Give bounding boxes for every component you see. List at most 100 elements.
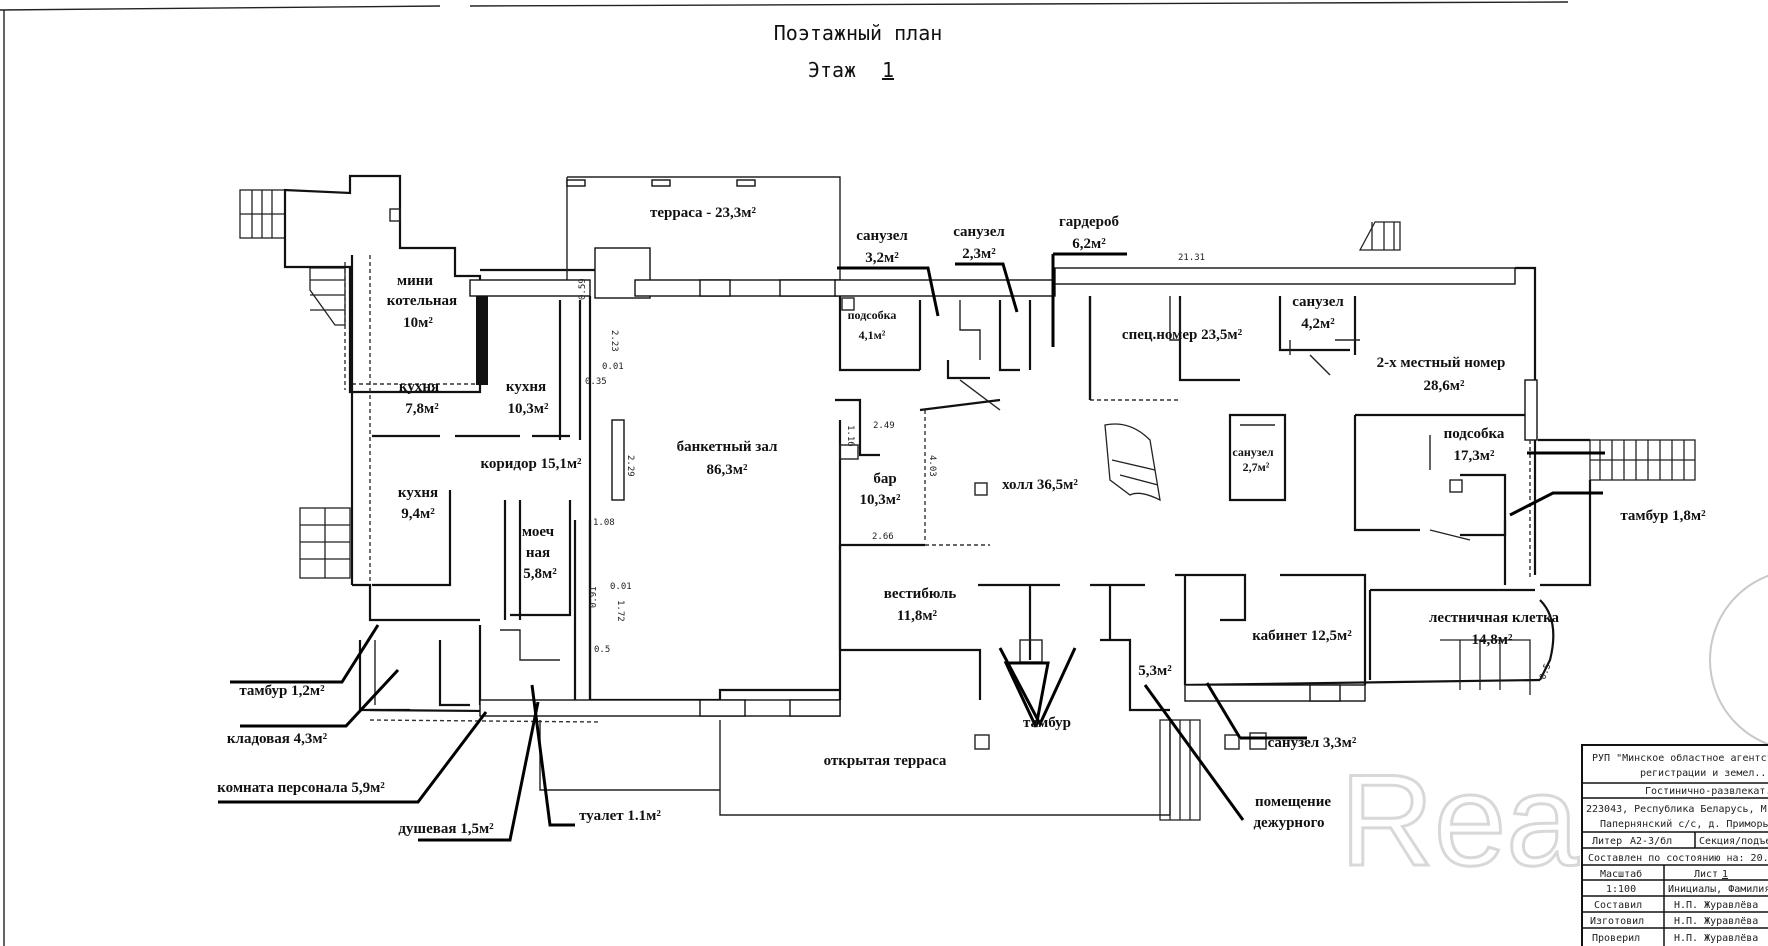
title-block-sheet-label: Лист xyxy=(1694,869,1718,880)
room-bathroom-1-name: санузел xyxy=(856,228,908,244)
room-mini-boiler-area: 10м² xyxy=(403,315,433,331)
leader-lines xyxy=(218,252,1605,842)
room-toilet: туалет 1.1м² xyxy=(579,808,661,824)
room-utility-2-area: 17,3м² xyxy=(1454,448,1495,464)
room-bathroom-3-area: 4,2м² xyxy=(1301,316,1335,332)
dimension-label: 1.08 xyxy=(593,518,615,528)
dimension-label: 2.29 xyxy=(625,455,635,477)
title-block-org-line1: РУП "Минское областное агентство по госу… xyxy=(1592,752,1768,764)
stairs xyxy=(1358,221,1401,251)
dimension-label: 0.5 xyxy=(594,645,610,655)
title-block-row-name: Н.П. Журавлёва xyxy=(1674,916,1758,927)
room-vestibule-left: тамбур 1,2м² xyxy=(239,683,325,699)
room-double-area: 28,6м² xyxy=(1424,378,1465,394)
stairs xyxy=(309,267,346,326)
plan-title: Поэтажный план xyxy=(774,21,943,45)
room-vestibule-right: тамбур 1,8м² xyxy=(1620,508,1706,524)
room-hall: холл 36,5м² xyxy=(1002,477,1078,493)
title-block-row-role: Составил xyxy=(1594,900,1642,911)
title-block-org-line2: регистрации и земел... xyxy=(1640,768,1768,779)
title-block-row-name: Н.П. Журавлёва xyxy=(1674,900,1758,911)
room-bar-name: бар xyxy=(873,471,896,487)
dimension-label: 0.91 xyxy=(589,586,599,608)
room-storage: кладовая 4,3м² xyxy=(227,731,328,747)
room-bathroom-1-area: 3,2м² xyxy=(865,250,899,266)
room-open-terrace: открытая терраса xyxy=(824,753,947,769)
room-staircase-area: 14,8м² xyxy=(1472,632,1513,648)
room-office: кабинет 12,5м² xyxy=(1252,628,1352,644)
room-vestibule-center: тамбур xyxy=(1023,715,1071,731)
room-staff: комната персонала 5,9м² xyxy=(217,780,385,796)
dimension-label: 0.35 xyxy=(585,377,607,387)
room-kitchen-3-area: 9,4м² xyxy=(401,506,435,522)
room-wardrobe-name: гардероб xyxy=(1059,214,1119,230)
dimension-label: 4.03 xyxy=(927,455,937,477)
room-lobby-area: 11,8м² xyxy=(897,608,938,624)
room-duty-line2: дежурного xyxy=(1253,815,1324,831)
dimension-label: 1.72 xyxy=(615,600,625,622)
right-wing-walls xyxy=(1088,221,1696,821)
room-bathroom-4-area: 2,7м² xyxy=(1243,460,1270,474)
room-bathroom-2-name: санузел xyxy=(953,224,1005,240)
room-bathroom-3-name: санузел xyxy=(1292,294,1344,310)
left-wing-walls xyxy=(239,174,601,723)
room-bathroom-5: санузел 3,3м² xyxy=(1268,735,1357,751)
room-kitchen-1-area: 7,8м² xyxy=(405,401,439,417)
room-duty-area: 5,3м² xyxy=(1138,663,1172,679)
dimension-label: 0.59 xyxy=(578,278,588,300)
room-shower: душевая 1,5м² xyxy=(398,821,494,837)
room-corridor: коридор 15,1м² xyxy=(480,456,582,472)
spiral-stairs xyxy=(1104,423,1161,502)
dimension-label: 0.01 xyxy=(602,362,624,372)
title-block-liter-label: Литер xyxy=(1592,836,1622,847)
title-block-scale-label: Масштаб xyxy=(1600,868,1642,880)
room-bathroom-4-name: санузел xyxy=(1232,445,1274,459)
room-washing-line2: ная xyxy=(526,545,550,561)
title-block-object: Гостинично-развлекат... xyxy=(1645,786,1768,797)
room-kitchen-1-name: кухня xyxy=(399,379,439,395)
dimension-label: 2.66 xyxy=(872,532,894,542)
dimension-label: 0.01 xyxy=(610,582,632,592)
title-block-address-line2: Папернянский с/с, д. Приморье... xyxy=(1600,818,1768,830)
room-labels: мини котельная 10м² кухня 7,8м² кухня 10… xyxy=(217,205,1706,837)
room-banquet-hall-name: банкетный зал xyxy=(677,439,778,455)
room-lobby-name: вестибюль xyxy=(884,586,957,602)
title-block-scale-value: 1:100 xyxy=(1606,884,1636,895)
dimension-label: 2.23 xyxy=(609,330,619,352)
room-bar-area: 10,3м² xyxy=(860,492,901,508)
room-wardrobe-area: 6,2м² xyxy=(1072,236,1106,252)
dimension-label: 0.5 xyxy=(1538,662,1553,681)
room-bathroom-2-area: 2,3м² xyxy=(962,246,996,262)
title-block-compiled: Составлен по состоянию на: 20... xyxy=(1588,853,1768,864)
border-line xyxy=(0,5,441,11)
dimension-labels: 0.59 2.23 0.01 0.35 2.29 1.08 0.91 1.72 … xyxy=(578,253,1553,681)
title-block-row-role: Проверил xyxy=(1592,933,1640,944)
central-walls xyxy=(469,176,1516,816)
stamp xyxy=(1709,574,1768,746)
room-utility-1-area: 4,1м² xyxy=(859,328,886,342)
room-staircase-name: лестничная клетка xyxy=(1429,610,1560,626)
room-washing-line1: моеч xyxy=(522,524,555,540)
title-block: РУП "Минское областное агентство по госу… xyxy=(1581,744,1768,946)
title-block-section: Секция/подъе... xyxy=(1699,836,1768,847)
title-block-row-name: Н.П. Журавлёва xyxy=(1674,933,1758,944)
room-utility-2-name: подсобка xyxy=(1444,426,1505,442)
room-washing-area: 5,8м² xyxy=(523,566,557,582)
title-block-initials-label: Инициалы, Фамилия xyxy=(1668,884,1768,895)
border-line xyxy=(469,1,1569,7)
floor-label: Этаж xyxy=(808,58,856,82)
room-mini-boiler-line2: котельная xyxy=(387,293,457,309)
title-block-sheet-value: 1 xyxy=(1722,869,1728,880)
title-block-liter-value: А2-3/бл xyxy=(1630,835,1672,847)
title-block-row-role: Изготовил xyxy=(1590,916,1644,927)
floor-number: 1 xyxy=(882,58,894,82)
room-utility-1-name: подсобка xyxy=(848,308,897,322)
dimension-label: 1.16 xyxy=(845,425,855,447)
room-special: спец.номер 23,5м² xyxy=(1122,327,1243,343)
title-block-address-line1: 223043, Республика Беларусь, М... xyxy=(1586,803,1768,815)
room-terrace: терраса - 23,3м² xyxy=(650,205,757,221)
dimension-label: 2.49 xyxy=(873,421,895,431)
room-banquet-hall-area: 86,3м² xyxy=(707,462,748,478)
room-duty-line1: помещение xyxy=(1255,794,1331,810)
